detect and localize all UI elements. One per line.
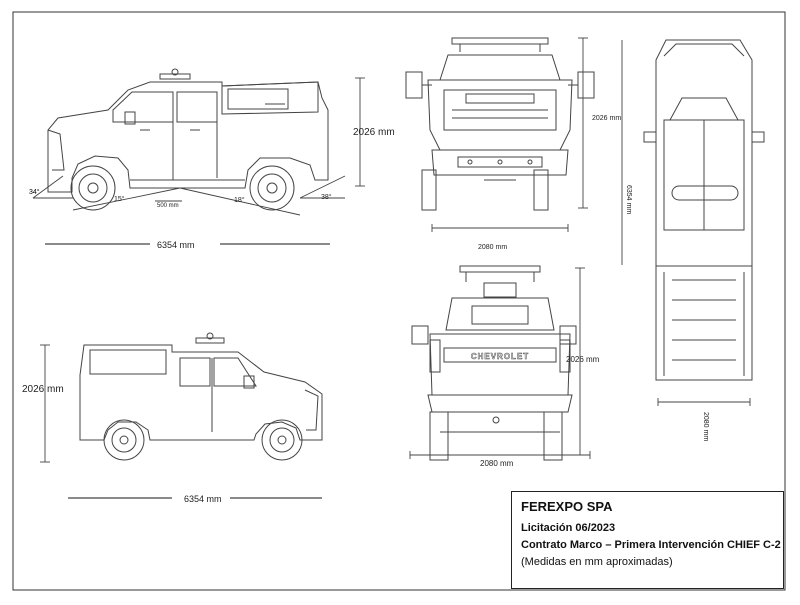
- measurement-note: (Medidas en mm aproximadas): [521, 556, 673, 568]
- rear-brand-text: CHEVROLET: [471, 352, 529, 361]
- sheet-border: [12, 11, 786, 591]
- front-view-truck: [405, 37, 595, 211]
- top-view-truck: [643, 39, 765, 381]
- rear-view-dims: [409, 267, 591, 459]
- top-view-dims: [621, 40, 751, 406]
- side-view-bottom-truck: [79, 332, 323, 461]
- top-length-label: 6354 mm: [625, 185, 632, 214]
- side-top-length-label: 6354 mm: [157, 240, 195, 250]
- rear-height-label: 2026 mm: [566, 355, 600, 364]
- side-top-height-label: 2026 mm: [353, 127, 395, 138]
- angle-approach-label: 34°: [29, 188, 40, 196]
- side-view-top-truck: [47, 68, 329, 211]
- side-bottom-length-label: 6354 mm: [184, 494, 222, 504]
- rear-view-truck: [411, 265, 577, 461]
- side-view-bottom-dims: [40, 344, 322, 499]
- angle-departure-label: 38°: [321, 193, 332, 201]
- rear-width-label: 2080 mm: [480, 459, 514, 468]
- title-block: FEREXPO SPA Licitación 06/2023 Contrato …: [511, 491, 784, 589]
- contract-description: Contrato Marco – Primera Intervención CH…: [521, 539, 781, 551]
- top-width-label: 2080 mm: [702, 412, 709, 441]
- tender-number: Licitación 06/2023: [521, 522, 616, 534]
- front-view-dims: [431, 37, 588, 232]
- side-view-top-angles: [32, 77, 365, 245]
- front-height-label: 2026 mm: [592, 115, 621, 122]
- front-width-label: 2080 mm: [478, 244, 507, 251]
- side-bottom-height-label: 2026 mm: [22, 384, 64, 395]
- angle-breakover-right-label: 18°: [234, 196, 245, 204]
- company-name: FEREXPO SPA: [521, 499, 613, 514]
- wheelbase-gap-label: 500 mm: [157, 203, 179, 209]
- angle-breakover-left-label: 15°: [114, 195, 125, 203]
